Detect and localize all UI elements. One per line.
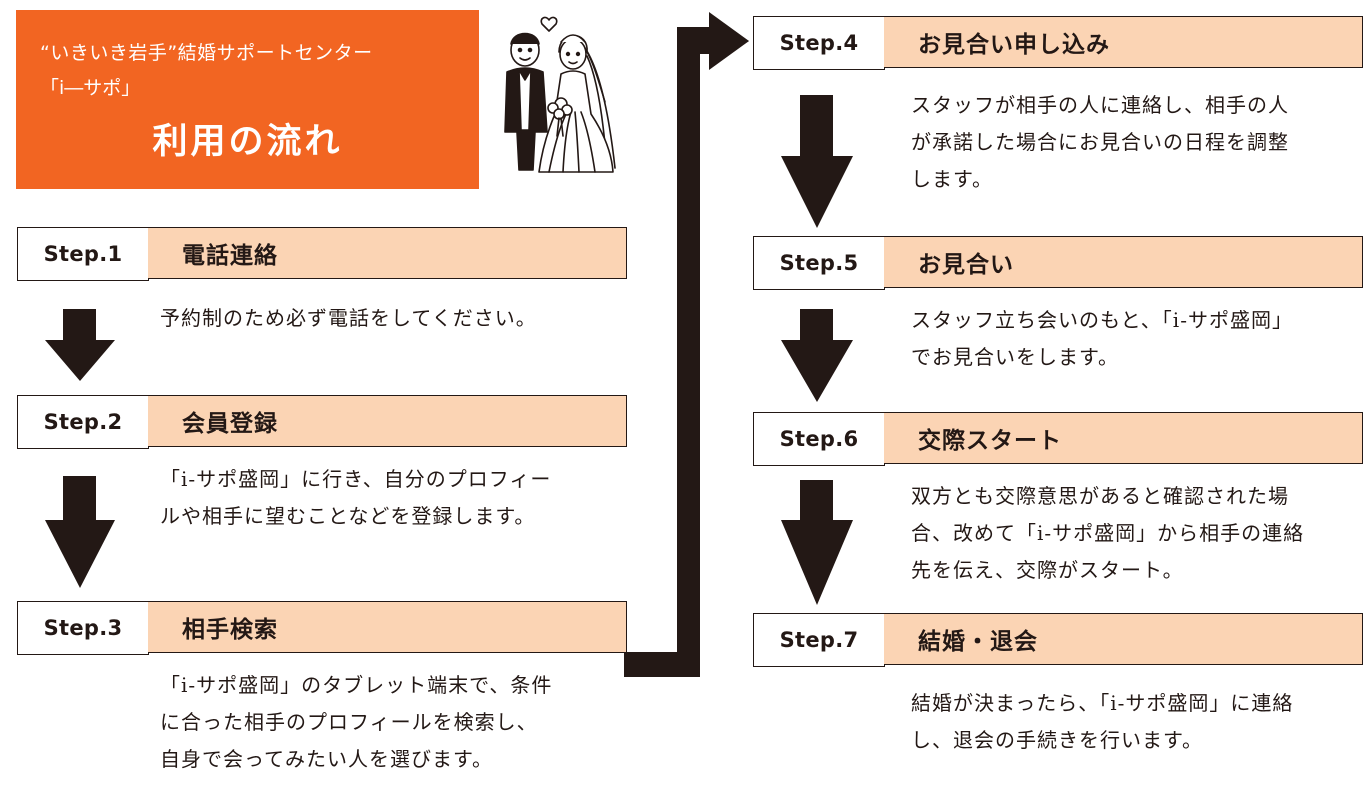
step-4-label: Step.4 <box>753 16 885 70</box>
step-4-description: スタッフが相手の人に連絡し、相手の人 が承諾した場合にお見合いの日程を調整 しま… <box>911 93 1289 191</box>
down-arrow-icon <box>781 480 853 605</box>
step-5-title: お見合い <box>884 236 1363 288</box>
step-1-description: 予約制のため必ず電話をしてください。 <box>160 306 537 330</box>
step-3-label: Step.3 <box>17 601 149 655</box>
step-3-description: 「i-サポ盛岡」のタブレット端末で、条件 に合った相手のプロフィールを検索し、 … <box>160 673 553 771</box>
down-arrow-icon <box>45 309 115 381</box>
title-banner: “いきいき岩手”結婚サポートセンター 「i―サポ」 利用の流れ <box>16 10 479 189</box>
page-title: 利用の流れ <box>152 122 343 162</box>
step-7-title: 結婚・退会 <box>884 613 1363 665</box>
step-3-title: 相手検索 <box>148 601 627 653</box>
down-arrow-icon <box>45 476 115 588</box>
step-4-title: お見合い申し込み <box>884 16 1363 68</box>
connector-arrow-head <box>709 12 749 70</box>
center-short-name: 「i―サポ」 <box>40 77 141 99</box>
step-2-description: 「i-サポ盛岡」に行き、自分のプロフィー ルや相手に望むことなどを登録します。 <box>160 467 552 528</box>
down-arrow-icon <box>781 309 853 402</box>
center-name: “いきいき岩手”結婚サポートセンター <box>40 42 373 64</box>
down-arrow-icon <box>781 95 853 228</box>
step-1-label: Step.1 <box>17 227 149 281</box>
step-7-label: Step.7 <box>753 613 885 667</box>
step-7-description: 結婚が決まったら、「i-サポ盛岡」に連絡 し、退会の手続きを行います。 <box>911 691 1294 752</box>
step-6-description: 双方とも交際意思があると確認された場 合、改めて「i-サポ盛岡」から相手の連絡 … <box>911 484 1305 582</box>
step-6-title: 交際スタート <box>884 412 1363 464</box>
step-5-description: スタッフ立ち会いのもと、「i-サポ盛岡」 でお見合いをします。 <box>911 308 1293 369</box>
step-2-title: 会員登録 <box>148 395 627 447</box>
bride-and-groom-illustration <box>504 16 616 173</box>
step-5-label: Step.5 <box>753 236 885 290</box>
step-1-title: 電話連絡 <box>148 227 627 279</box>
